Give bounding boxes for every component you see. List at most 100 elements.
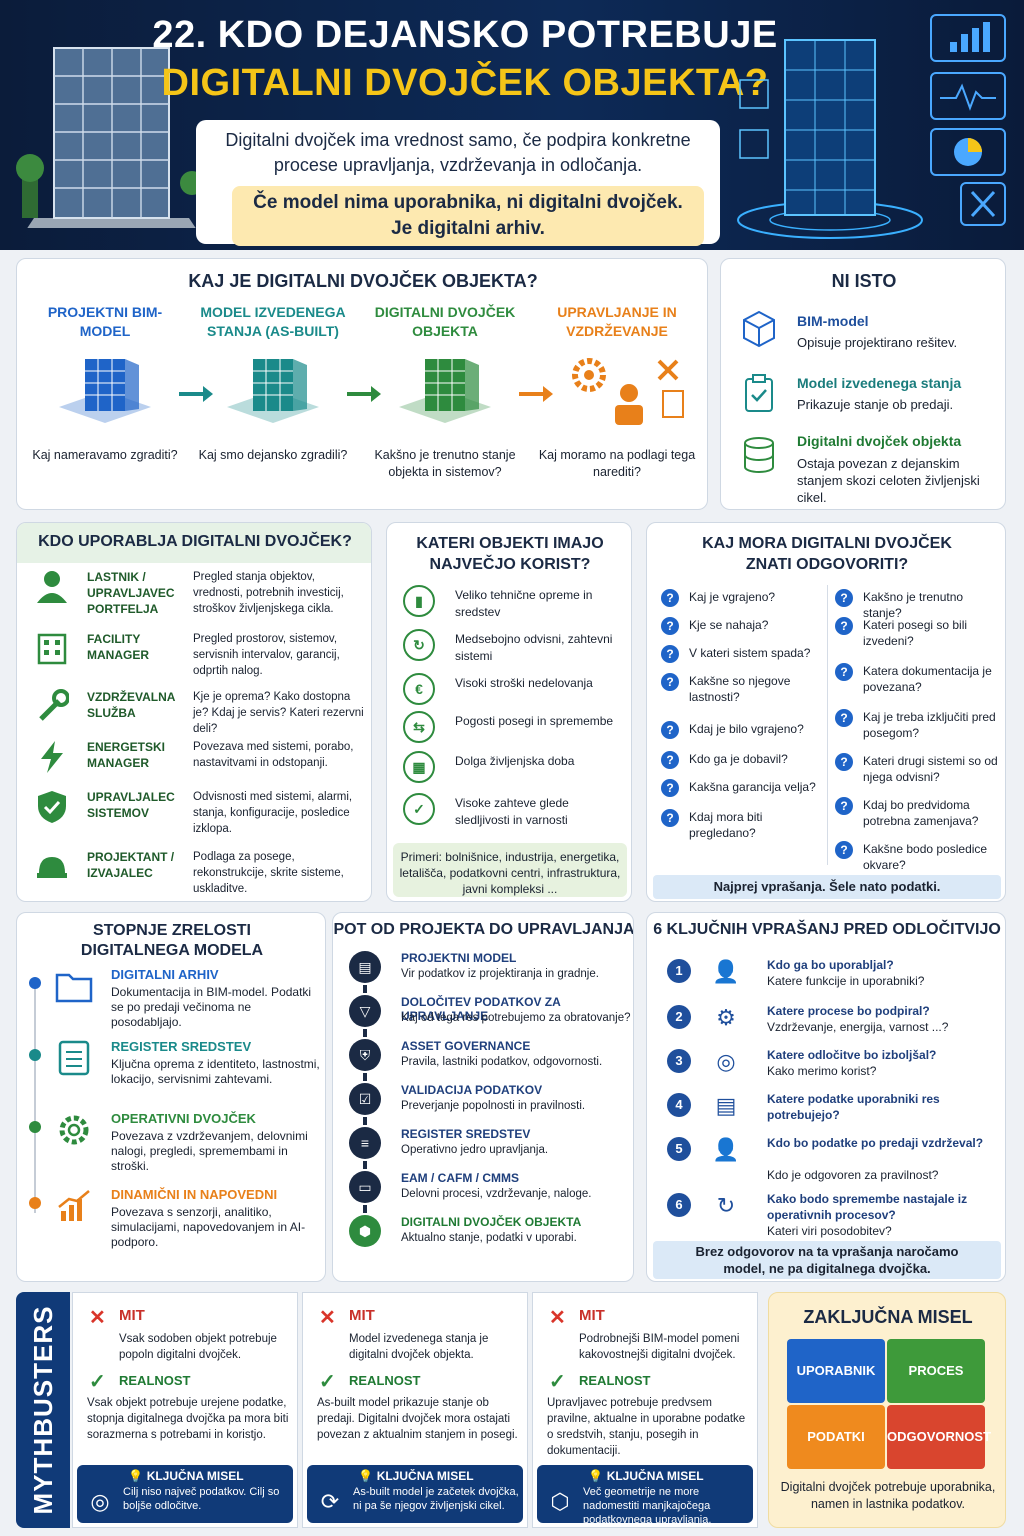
questions-section: KAJ MORA DIGITALNI DVOJČEK ZNATI ODGOVOR… (646, 522, 1006, 902)
question-number: 4 (667, 1093, 691, 1117)
step-title: UPRAVLJANJE IN VZDRŽEVANJE (557, 304, 677, 339)
question-item: Kaj je treba izključiti pred posegom? (863, 710, 996, 740)
step-question: Kaj smo dejansko zgradili? (198, 448, 348, 462)
lightbulb-icon: 💡 (128, 1469, 147, 1483)
path-step-name: DIGITALNI DVOJČEK OBJEKTA (401, 1215, 582, 1229)
question-mark-icon: ? (661, 809, 679, 827)
question-mark-icon: ? (661, 617, 679, 635)
path-step-icon: ▤ (349, 951, 381, 983)
building-icon (223, 351, 323, 431)
user-role: UPRAVLJALEC SISTEMOV (87, 790, 175, 820)
maturity-title: STOPNJE ZRELOSTI DIGITALNEGA MODELA (80, 922, 264, 959)
key-thought-box: 💡 KLJUČNA MISEL⟳As-built model je začete… (307, 1465, 523, 1523)
reality-word: REALNOST (579, 1373, 651, 1388)
page-title-line1: 22. KDO DEJANSKO POTREBUJE (152, 14, 778, 56)
database-icon: ▤ (715, 1093, 737, 1118)
puzzle-piece-user: UPORABNIK (787, 1339, 885, 1403)
question-mark-icon: ? (835, 753, 853, 771)
arrow-down-icon (363, 1205, 367, 1213)
check-icon: ✓ (549, 1371, 566, 1393)
users-title: KDO UPORABLJA DIGITALNI DVOJČEK? (38, 533, 352, 550)
path-step-name: EAM / CAFM / CMMS (401, 1171, 519, 1185)
path-step-icon: ⛨ (349, 1039, 381, 1071)
not-same-item-name: Model izvedenega stanja (797, 375, 962, 391)
step-title: MODEL IZVEDENEGA STANJA (AS-BUILT) (200, 304, 346, 339)
question-number: 3 (667, 1049, 691, 1073)
question-item: Kateri drugi sistemi so od njega odvisni… (863, 754, 998, 784)
path-step-desc: Vir podatkov iz projektiranja in gradnje… (401, 968, 599, 980)
key-question: Katere podatke uporabniki res potrebujej… (767, 1092, 940, 1122)
question-item: Kakšna garancija velja? (689, 780, 816, 794)
question-item: Kdaj je bilo vgrajeno? (689, 722, 804, 736)
conclusion-section: ZAKLJUČNA MISEL UPORABNIK PROCES PODATKI… (768, 1292, 1006, 1528)
tools-icon (960, 182, 1006, 226)
folder-icon (55, 967, 95, 1007)
users-section: KDO UPORABLJA DIGITALNI DVOJČEK? LASTNIK… (16, 522, 372, 902)
maturity-level-desc: Povezava z vzdrževanjem, delovnimi nalog… (111, 1129, 308, 1173)
timeline-dot (29, 977, 41, 989)
path-step-desc: Kaj od tega res potrebujemo za obratovan… (401, 1012, 631, 1024)
highlight-line1: Če model nima uporabnika, ni digitalni d… (253, 192, 683, 213)
cross-icon: ✕ (319, 1307, 336, 1329)
user-role: PROJEKTANT / IZVAJALEC (87, 850, 175, 880)
arrow-down-icon (363, 1029, 367, 1037)
myth-word: MIT (349, 1307, 375, 1324)
digital-building-hologram-icon (737, 39, 923, 239)
path-title: POT OD PROJEKTA DO UPRAVLJANJA (333, 921, 634, 938)
lightning-icon (35, 739, 69, 773)
key-question: Kdo bo podatke po predaji vzdrževal? (767, 1136, 984, 1150)
recycle-icon: ↻ (403, 629, 435, 661)
building-illustration-icon (16, 47, 204, 228)
person-icon (35, 569, 69, 603)
key-questions-section: 6 KLJUČNIH VPRAŠANJ PRED ODLOČITVIJO 1👤K… (646, 912, 1006, 1282)
key-thought-label: KLJUČNA MISEL (146, 1469, 244, 1483)
key-thought-title: 💡 KLJUČNA MISEL (537, 1469, 755, 1483)
register-list-icon (55, 1039, 95, 1079)
key-question-sub: Kdo je odgovoren za pravilnost? (767, 1168, 939, 1182)
arrow-down-icon (363, 985, 367, 993)
key-thought-text: Več geometrije ne more nadomestiti manjk… (583, 1486, 712, 1526)
shield-check-icon (35, 789, 69, 823)
timeline-dot (29, 1049, 41, 1061)
path-step-desc: Pravila, lastniki podatkov, odgovornosti… (401, 1056, 603, 1068)
not-same-item-desc: Opisuje projektirano rešitev. (797, 335, 958, 350)
maturity-level-desc: Povezava s senzorji, analitiko, simulaci… (111, 1205, 306, 1249)
mythbusters-label: MYTHBUSTERS (28, 1305, 58, 1515)
lightbulb-icon: 💡 (588, 1469, 607, 1483)
path-step-name: REGISTER SREDSTEV (401, 1127, 531, 1141)
helmet-icon (35, 849, 69, 883)
clipboard-check-icon (745, 374, 773, 412)
reality-word: REALNOST (119, 1373, 191, 1388)
conclusion-title: ZAKLJUČNA MISEL (803, 1307, 973, 1327)
lightbulb-icon: 💡 (358, 1469, 377, 1483)
user-desc: Podlaga za posege, rekonstrukcije, skrit… (193, 851, 344, 895)
question-mark-icon: ? (835, 709, 853, 727)
question-item: Kdaj mora biti pregledano? (689, 810, 763, 840)
path-step-icon: ▽ (349, 995, 381, 1027)
user-desc: Pregled prostorov, sistemov, servisnih i… (193, 633, 340, 677)
path-step-name: ASSET GOVERNANCE (401, 1039, 531, 1053)
puzzle-piece-process: PROCES (887, 1339, 985, 1403)
maturity-level-name: REGISTER SREDSTEV (111, 1039, 252, 1054)
euro-icon: € (403, 673, 435, 705)
question-mark-icon: ? (661, 779, 679, 797)
arrow-down-icon (363, 1073, 367, 1081)
question-number: 6 (667, 1193, 691, 1217)
user-desc: Pregled stanja objektov, vrednosti, potr… (193, 571, 344, 615)
question-item: Kateri posegi so bili izvedeni? (863, 618, 968, 648)
object-item: Visoki stroški nedelovanja (455, 676, 593, 690)
question-number: 1 (667, 959, 691, 983)
key-questions-footer: Brez odgovorov na ta vprašanja naročamo … (653, 1241, 1001, 1279)
question-mark-icon: ? (835, 617, 853, 635)
timeline-dot (29, 1197, 41, 1209)
reality-word: REALNOST (349, 1373, 421, 1388)
maturity-level-name: DINAMIČNI IN NAPOVEDNI (111, 1187, 278, 1202)
path-step-desc: Preverjanje popolnosti in pravilnosti. (401, 1100, 586, 1112)
step-question: Kaj moramo na podlagi tega narediti? (538, 448, 696, 479)
question-item: Kaj je vgrajeno? (689, 590, 776, 604)
building-manager-icon (35, 631, 69, 665)
key-question-sub: Kateri viri posodobitev? (767, 1224, 892, 1238)
check-icon: ✓ (89, 1371, 106, 1393)
questions-title: KAJ MORA DIGITALNI DVOJČEK ZNATI ODGOVOR… (702, 535, 952, 573)
